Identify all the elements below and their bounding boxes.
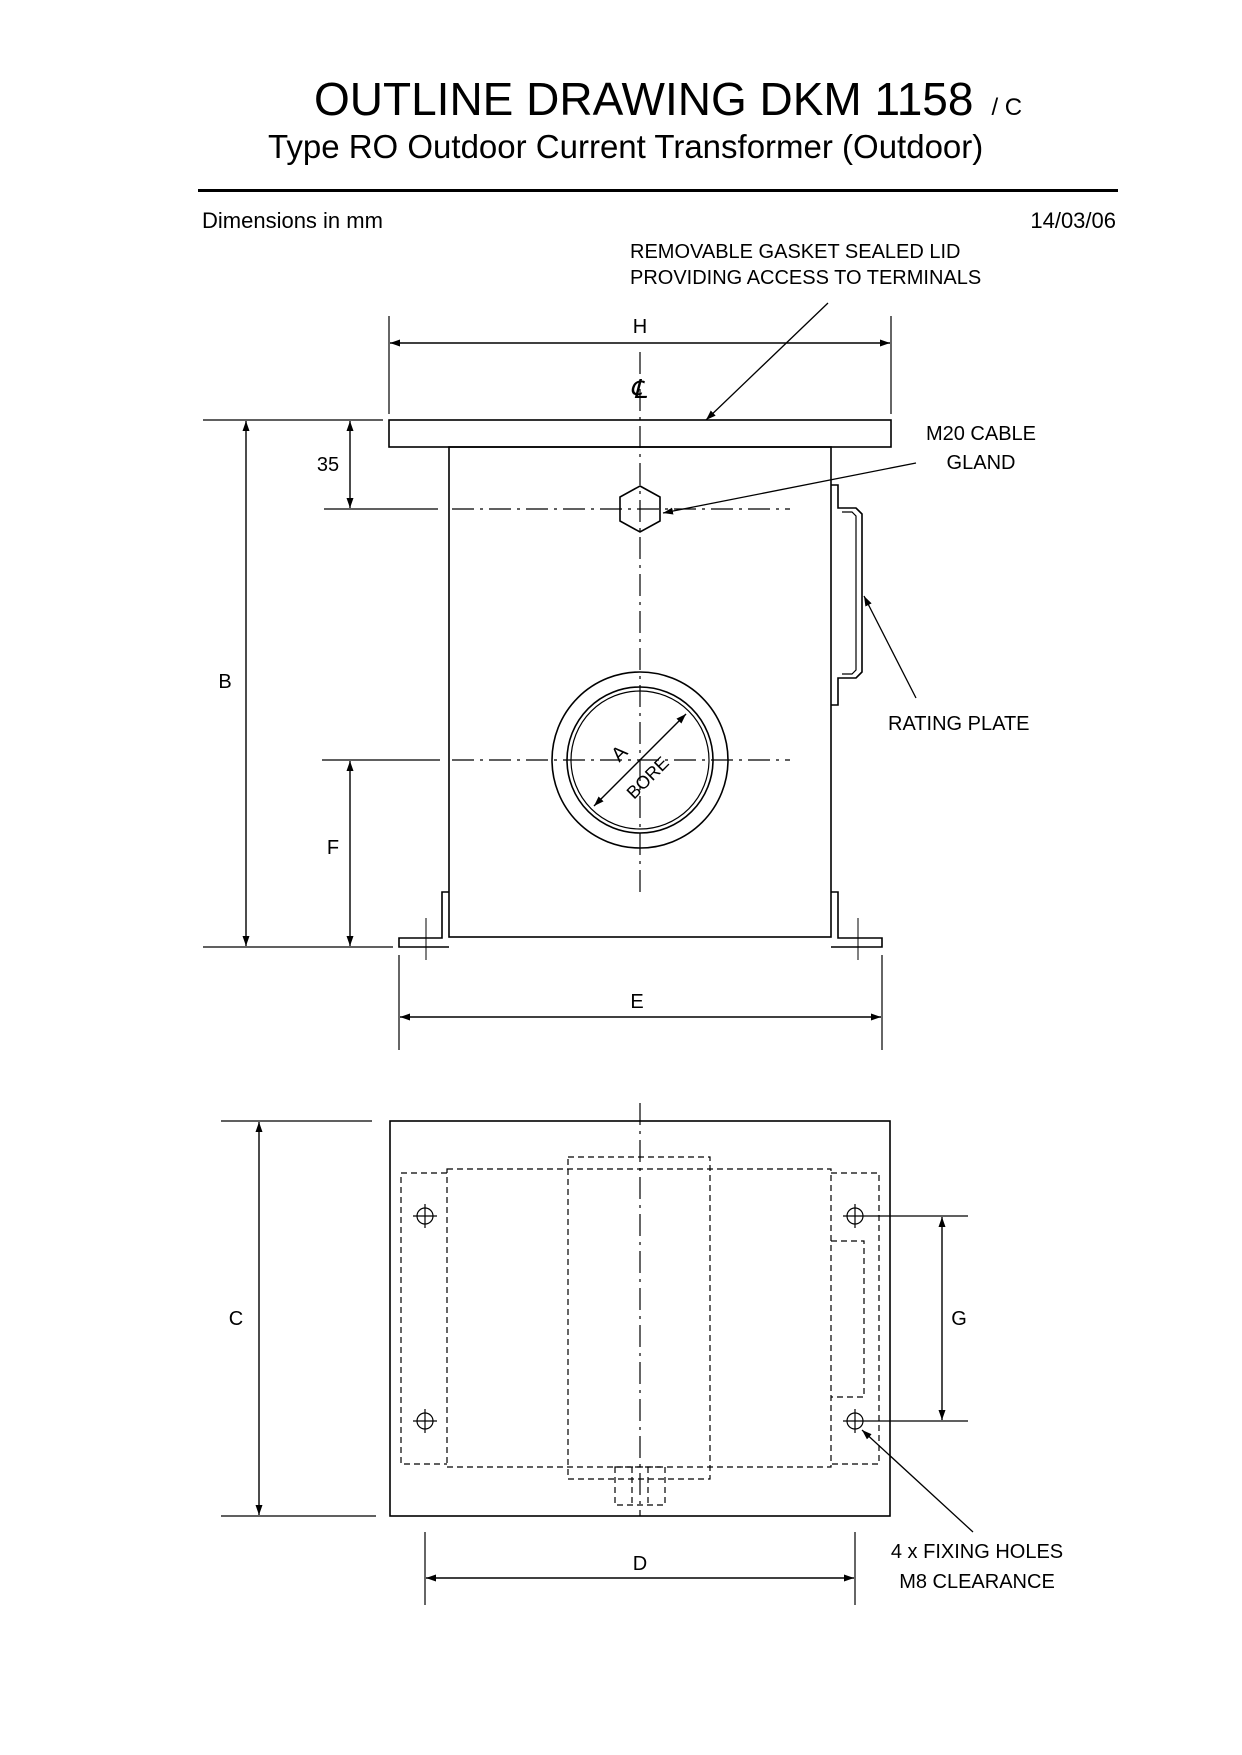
cable-gland-hex [619, 485, 661, 533]
right-foot [831, 891, 883, 948]
lid-note-line1: REMOVABLE GASKET SEALED LID [630, 241, 961, 263]
plan-view [221, 1103, 974, 1605]
units-note: Dimensions in mm [202, 208, 383, 233]
dimension-d-label: D [633, 1553, 647, 1575]
lid-leader [705, 302, 829, 421]
revision-label: / C [991, 94, 1023, 121]
left-foot [398, 891, 449, 948]
fixing-note-line1: 4 x FIXING HOLES [891, 1541, 1063, 1563]
rating-plate [831, 484, 863, 706]
hidden-lines [400, 1156, 880, 1506]
fixing-hole-leader [861, 1429, 974, 1533]
gland-leader [662, 462, 917, 515]
dimension-g-label: G [951, 1308, 967, 1330]
title-divider [198, 189, 1118, 192]
centerline-symbol: ℄ [630, 374, 648, 404]
center-lines [452, 352, 790, 895]
drawing-date: 14/03/06 [1030, 208, 1116, 233]
dimension-h-label: H [633, 316, 647, 338]
dimension-e-label: E [630, 991, 643, 1013]
bore-a-label: A [607, 741, 632, 766]
front-view-labels: REMOVABLE GASKET SEALED LID PROVIDING AC… [218, 241, 1036, 1013]
dimension-f-label: F [327, 837, 339, 859]
plan-view-labels: C G D 4 x FIXING HOLES M8 CLEARANCE [229, 1308, 1063, 1593]
rating-plate-note: RATING PLATE [888, 713, 1030, 735]
lid-note-line2: PROVIDING ACCESS TO TERMINALS [630, 267, 981, 289]
gland-note-line1: M20 CABLE [926, 423, 1036, 445]
drawing-title: OUTLINE DRAWING DKM 1158 / C [314, 72, 1022, 126]
dimension-b-label: B [218, 671, 231, 693]
fixing-holes [413, 1204, 867, 1433]
gland-note-line2: GLAND [947, 452, 1016, 474]
fixing-note-line2: M8 CLEARANCE [899, 1571, 1055, 1593]
dimension-35-label: 35 [317, 454, 339, 476]
front-view [203, 302, 917, 1050]
dimension-c-label: C [229, 1308, 243, 1330]
rating-plate-leader [863, 595, 917, 699]
title-text: OUTLINE DRAWING DKM 1158 [314, 73, 974, 125]
drawing-subtitle: Type RO Outdoor Current Transformer (Out… [268, 128, 984, 165]
